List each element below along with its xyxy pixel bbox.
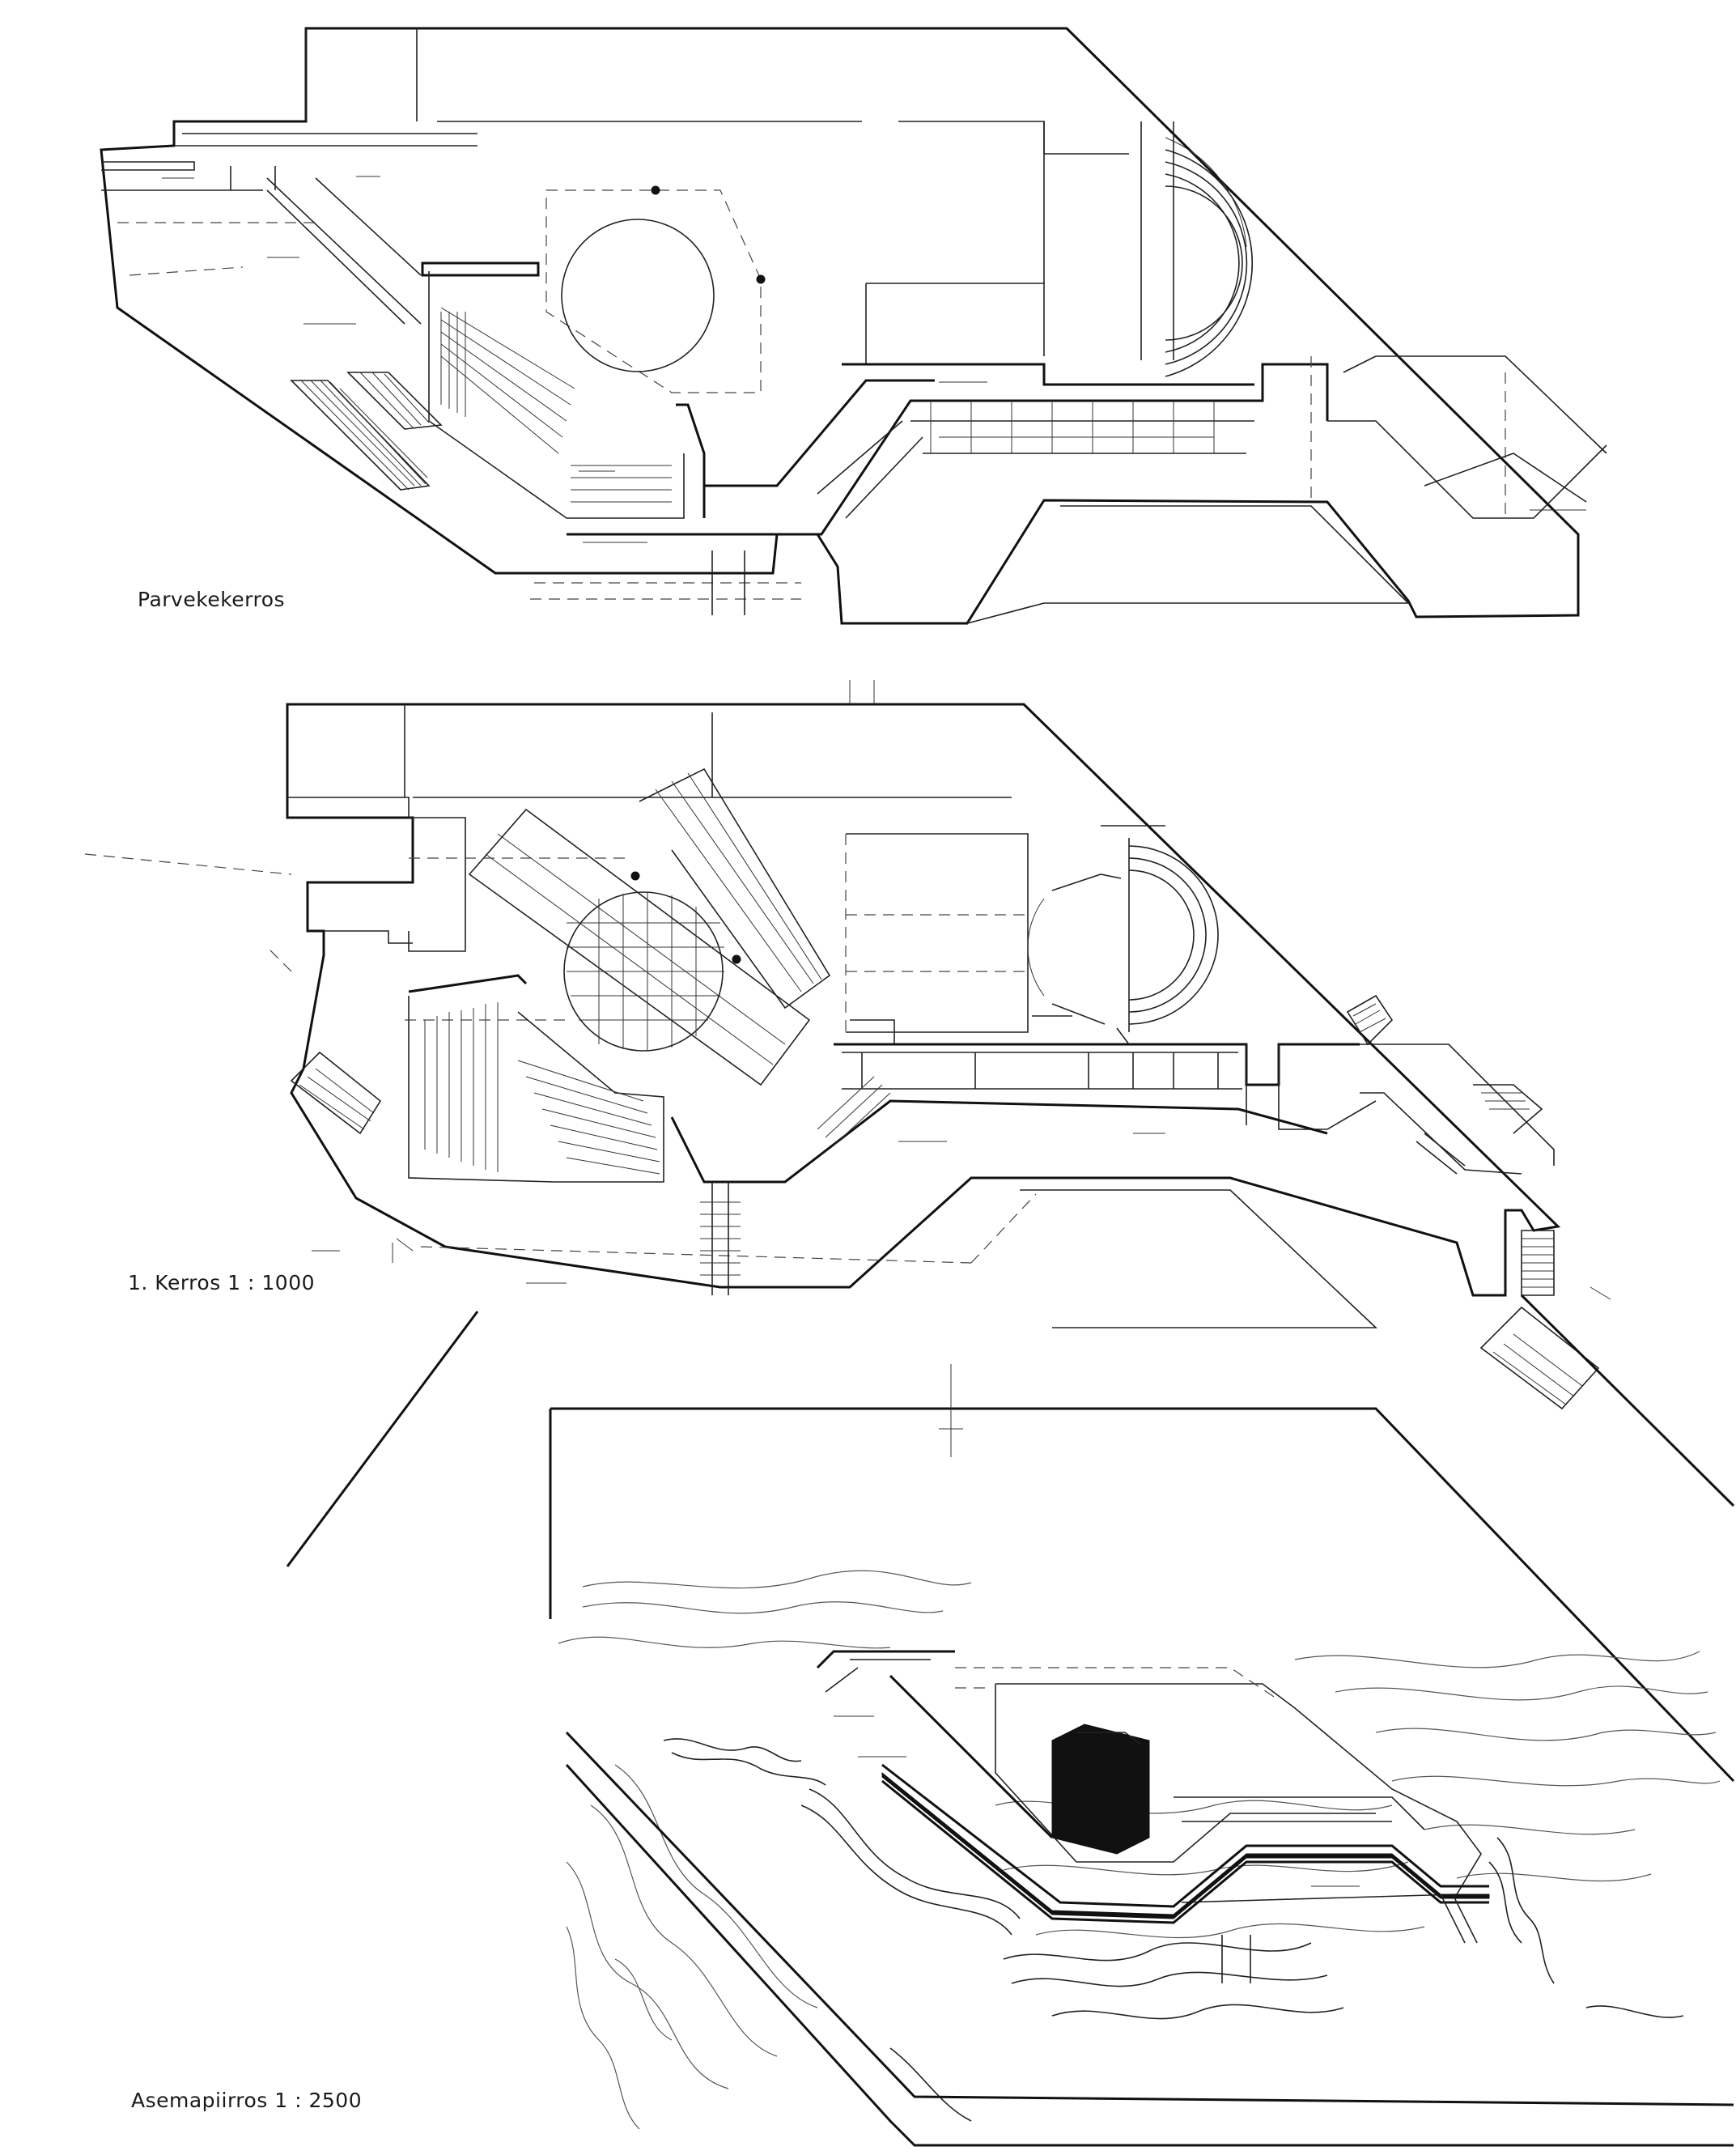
site-plan-caption: Asemapiirros 1 : 2500 (131, 2089, 363, 2112)
first-floor-seating (408, 974, 664, 1183)
right-amphitheatre (1140, 121, 1254, 377)
contour-lines (558, 1570, 1721, 2130)
stage-grid (468, 767, 831, 1086)
site-building-footprint (881, 1683, 1490, 1944)
first-floor-caption: 1. Kerros 1 : 1000 (128, 1271, 316, 1294)
site-plan (286, 1294, 1735, 2147)
balcony-seating (421, 261, 706, 519)
balcony-floor-caption: Parvekekerros (138, 588, 286, 611)
right-amphitheatre-2 (1027, 825, 1219, 1032)
stage-tower-mass (1051, 1724, 1150, 1855)
section-markers (392, 680, 963, 1457)
first-floor-plan (84, 703, 1611, 1410)
balcony-floor-plan (100, 27, 1607, 625)
stair-hatch-right (1346, 994, 1543, 1175)
entrance-stair-right (1479, 1230, 1600, 1410)
stair-hatch-left-2 (290, 1051, 382, 1135)
stair-hatch-left (290, 372, 443, 491)
vegetation-scribbles (663, 1738, 1684, 2122)
